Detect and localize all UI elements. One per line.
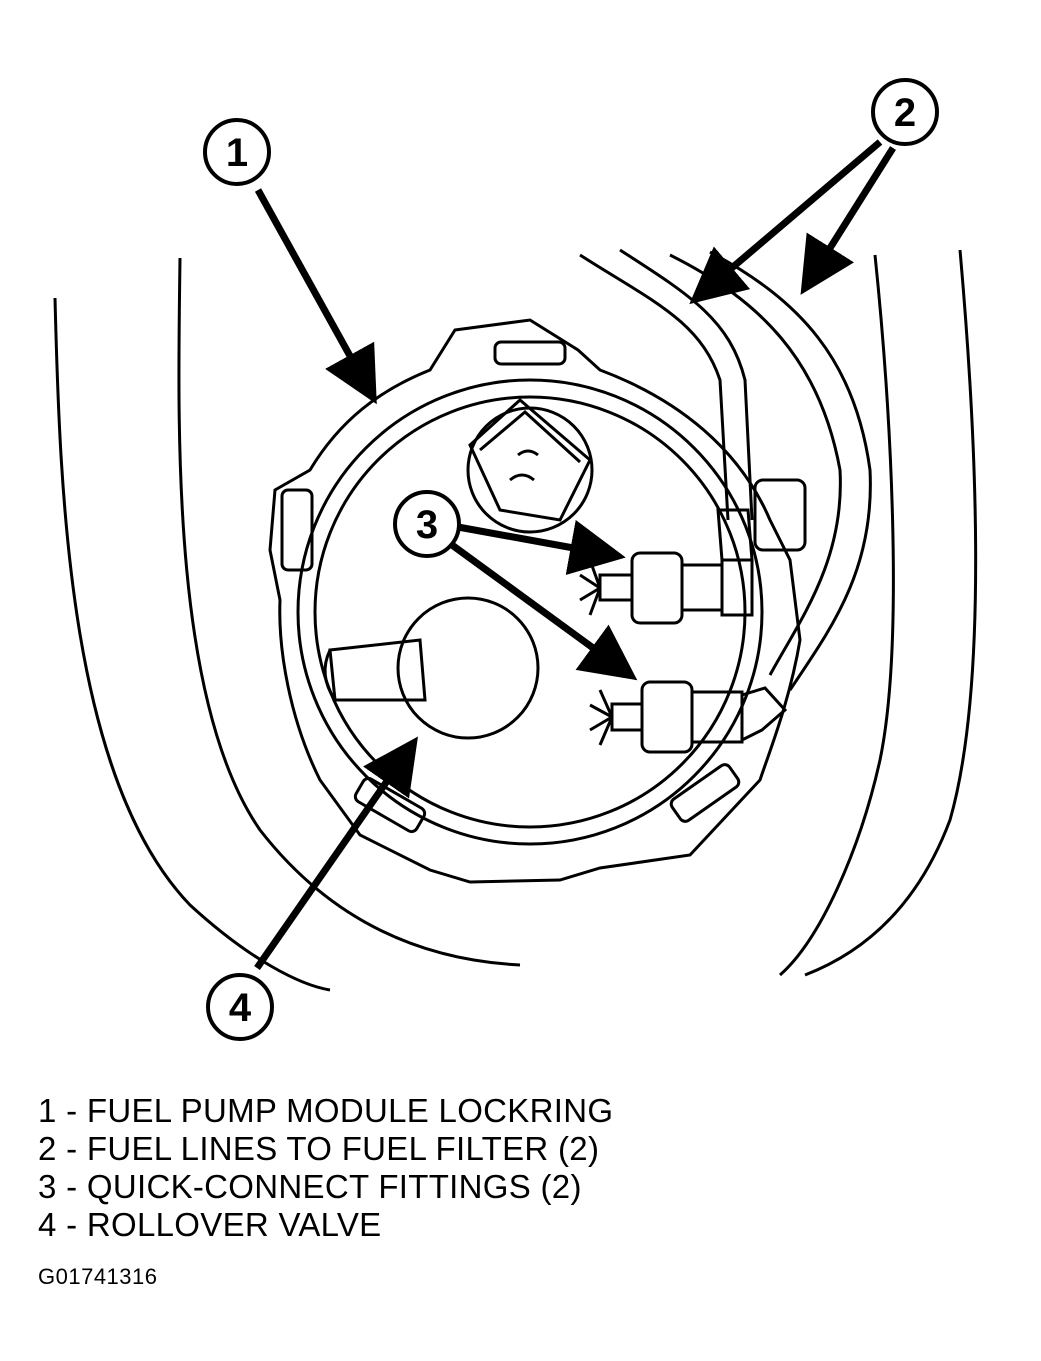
legend-item-3: 3 - QUICK-CONNECT FITTINGS (2) [38, 1168, 582, 1205]
fuel-lines [579, 248, 872, 691]
callout-2-number: 2 [894, 91, 916, 135]
lockring [268, 318, 807, 884]
legend-item-4: 4 - ROLLOVER VALVE [38, 1206, 382, 1243]
legend-item-2: 2 - FUEL LINES TO FUEL FILTER (2) [38, 1130, 600, 1167]
callout-1-number: 1 [226, 131, 248, 175]
legend: 1 - FUEL PUMP MODULE LOCKRING 2 - FUEL L… [38, 1092, 613, 1244]
fuel-tank-outline [53, 249, 978, 992]
callout-3-number: 3 [416, 503, 438, 547]
callout-4: 4 [206, 736, 418, 1041]
callout-4-number: 4 [229, 986, 252, 1030]
fuel-pump-module-diagram: 1 2 3 4 [53, 78, 978, 1041]
diagram-svg: 1 2 3 4 [53, 78, 978, 1041]
quick-connect-fitting-lower [589, 680, 788, 754]
legend-item-1: 1 - FUEL PUMP MODULE LOCKRING [38, 1092, 614, 1129]
callout-3: 3 [393, 490, 638, 681]
callout-1: 1 [203, 118, 377, 405]
electrical-connector [466, 398, 594, 534]
callout-2: 2 [689, 78, 939, 305]
rollover-valve [323, 596, 540, 740]
quick-connect-fitting-upper [579, 508, 754, 625]
figure-id: G01741316 [38, 1264, 158, 1289]
